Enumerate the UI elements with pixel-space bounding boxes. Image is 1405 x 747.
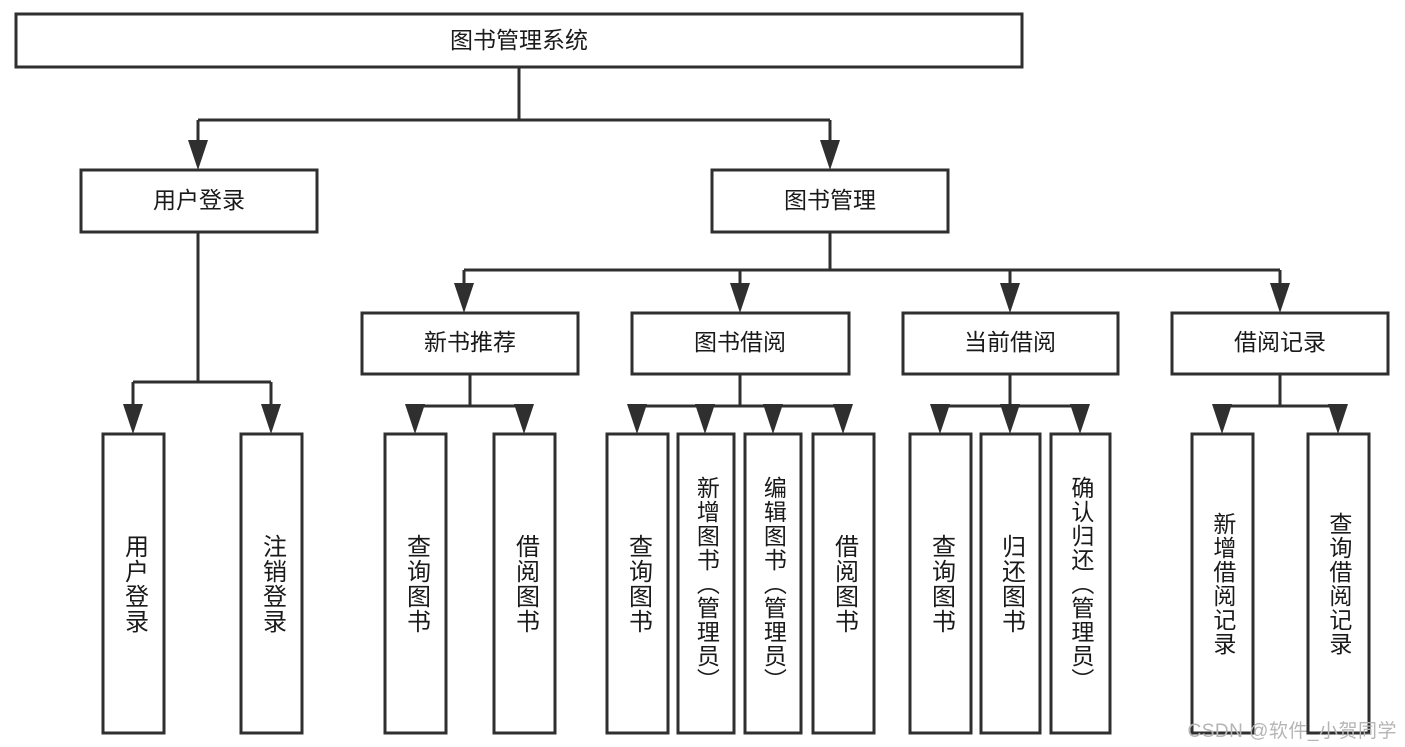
- node-root-box[interactable]: [14, 12, 1024, 69]
- node-leaf-query-book-3-box[interactable]: [908, 432, 973, 735]
- arrow-head-leaf-confirm-return: [1070, 404, 1090, 434]
- arrow-head-leaf-borrow-book-1: [514, 404, 534, 434]
- arrow-head-current-borrow: [1000, 283, 1020, 313]
- node-leaf-query-book-2-box[interactable]: [605, 432, 670, 735]
- node-current-borrow-box[interactable]: [901, 311, 1120, 376]
- node-leaf-user-logout-box[interactable]: [239, 432, 304, 735]
- node-current-borrow-label: 当前借阅: [964, 329, 1056, 355]
- arrow-head-leaf-query-book-3: [930, 404, 950, 434]
- node-leaf-edit-book-box[interactable]: [743, 432, 803, 735]
- arrow-head-leaf-user-login: [123, 404, 143, 434]
- arrow-head-leaf-user-logout: [261, 404, 281, 434]
- node-book-manage-label: 图书管理: [784, 187, 876, 213]
- connector-group-root: [188, 67, 840, 170]
- node-leaf-borrow-book-2-box[interactable]: [811, 432, 876, 735]
- node-leaf-query-book-1-box[interactable]: [383, 432, 448, 735]
- arrow-head-leaf-query-book-2: [627, 404, 647, 434]
- node-user-login[interactable]: 用户登录: [79, 168, 319, 234]
- node-borrow-record-label: 借阅记录: [1234, 329, 1326, 355]
- node-leaf-query-record-box[interactable]: [1306, 432, 1371, 735]
- node-book-borrow-box[interactable]: [630, 311, 851, 376]
- node-user-login-label: 用户登录: [153, 187, 245, 213]
- node-leaf-add-record-box[interactable]: [1190, 432, 1255, 735]
- arrow-head-leaf-add-record: [1212, 404, 1232, 434]
- arrow-head-leaf-add-book: [695, 404, 715, 434]
- arrow-head-bookmanage: [820, 140, 840, 170]
- node-book-manage-box[interactable]: [710, 168, 950, 234]
- arrow-head-book-borrow: [730, 283, 750, 313]
- node-root-label: 图书管理系统: [450, 27, 588, 53]
- node-new-book-rec-box[interactable]: [360, 311, 580, 376]
- node-leaf-borrow-book-1-box[interactable]: [492, 432, 557, 735]
- csdn-watermark: CSDN @软件_小贺同学: [1187, 721, 1397, 742]
- node-borrow-record-box[interactable]: [1170, 311, 1390, 376]
- node-leaf-confirm-return-box[interactable]: [1049, 432, 1112, 735]
- node-new-book-rec-label: 新书推荐: [424, 329, 516, 355]
- arrow-head-borrow-record: [1270, 283, 1290, 313]
- arrow-head-leaf-return-book: [1000, 404, 1020, 434]
- arrow-head-userlogin: [188, 140, 208, 170]
- node-new-book-rec[interactable]: 新书推荐: [360, 311, 580, 376]
- node-book-borrow-label: 图书借阅: [694, 329, 786, 355]
- node-borrow-record[interactable]: 借阅记录: [1170, 311, 1390, 376]
- arrow-head-leaf-borrow-book-2: [833, 404, 853, 434]
- connector-group-bookmanage: [454, 232, 1290, 313]
- connector-group-currentborrow: [930, 374, 1090, 434]
- connector-group-newbookrec: [405, 374, 534, 434]
- connector-group-bookborrow: [627, 374, 853, 434]
- node-user-login-box[interactable]: [79, 168, 319, 234]
- node-current-borrow[interactable]: 当前借阅: [901, 311, 1120, 376]
- node-book-borrow[interactable]: 图书借阅: [630, 311, 851, 376]
- connector-group-borrowrecord: [1212, 374, 1348, 434]
- node-leaf-add-book-box[interactable]: [676, 432, 736, 735]
- arrow-head-leaf-query-record: [1328, 404, 1348, 434]
- node-leaf-user-login-box[interactable]: [101, 432, 166, 735]
- node-root[interactable]: 图书管理系统: [14, 12, 1024, 69]
- arrow-head-new-book-rec: [454, 283, 474, 313]
- arrow-head-leaf-edit-book: [763, 404, 783, 434]
- node-book-manage[interactable]: 图书管理: [710, 168, 950, 234]
- arrow-head-leaf-query-book-1: [405, 404, 425, 434]
- connector-group-userlogin: [123, 232, 281, 434]
- node-leaf-return-book-box[interactable]: [979, 432, 1042, 735]
